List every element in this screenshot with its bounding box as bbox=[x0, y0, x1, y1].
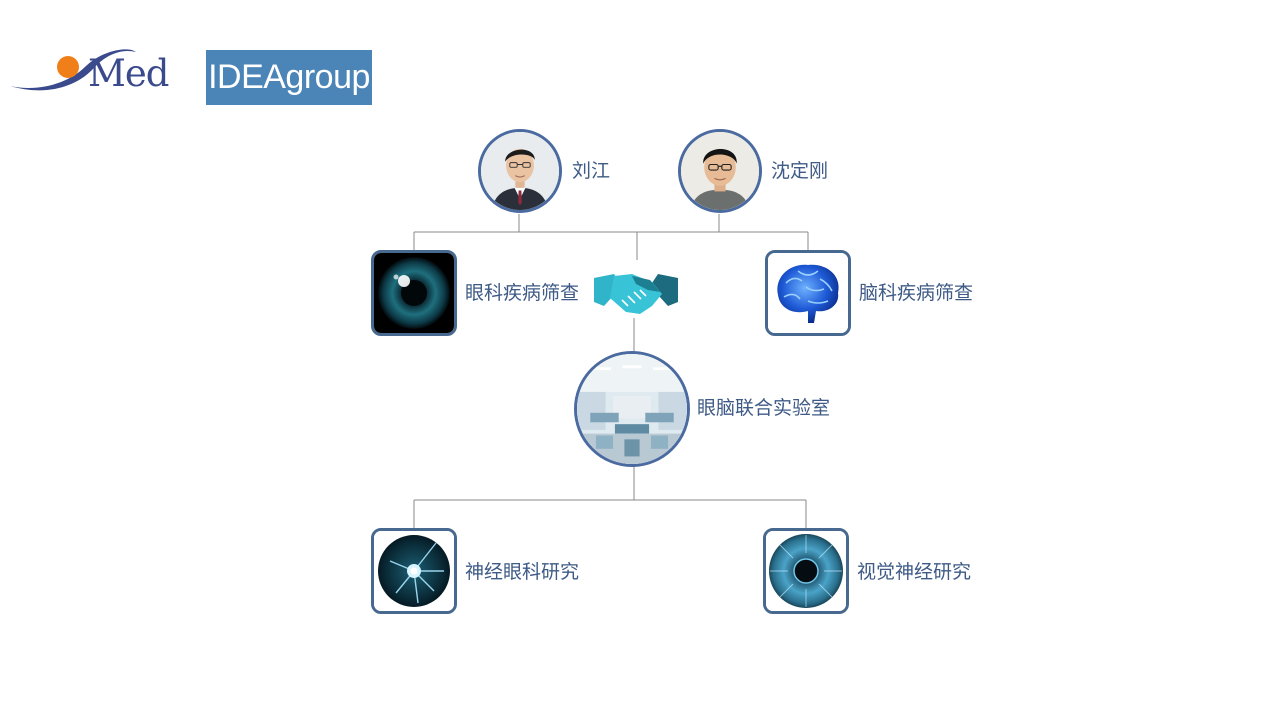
person-avatar-icon bbox=[681, 132, 759, 210]
leader-photo-liu bbox=[478, 129, 562, 213]
logo-swoosh-icon bbox=[10, 49, 136, 91]
eye-screening-image bbox=[371, 250, 457, 336]
brain-screening-image bbox=[765, 250, 851, 336]
eye-screening-label: 眼科疾病筛查 bbox=[465, 282, 580, 304]
neuron-icon bbox=[374, 531, 454, 611]
brain-screening-label: 脑科疾病筛查 bbox=[859, 282, 974, 304]
leader-name-liu: 刘江 bbox=[572, 160, 611, 182]
group-name-badge: IDEAgroup bbox=[206, 50, 372, 105]
handshake-icon bbox=[592, 268, 680, 318]
logo-text: Med bbox=[88, 52, 169, 95]
person-avatar-icon bbox=[481, 132, 559, 210]
med-logo bbox=[8, 40, 188, 100]
joint-lab-label: 眼脑联合实验室 bbox=[697, 397, 831, 419]
eye-icon bbox=[374, 253, 454, 333]
neuro-ophthalmology-label: 神经眼科研究 bbox=[465, 561, 580, 583]
laboratory-icon bbox=[577, 354, 687, 464]
neuro-ophthalmology-image bbox=[371, 528, 457, 614]
leader-photo-shen bbox=[678, 129, 762, 213]
visual-neuro-image bbox=[763, 528, 849, 614]
iris-icon bbox=[766, 531, 846, 611]
joint-lab-image bbox=[574, 351, 690, 467]
visual-neuro-label: 视觉神经研究 bbox=[857, 561, 972, 583]
leader-name-shen: 沈定刚 bbox=[771, 160, 829, 182]
brain-icon bbox=[768, 253, 848, 333]
